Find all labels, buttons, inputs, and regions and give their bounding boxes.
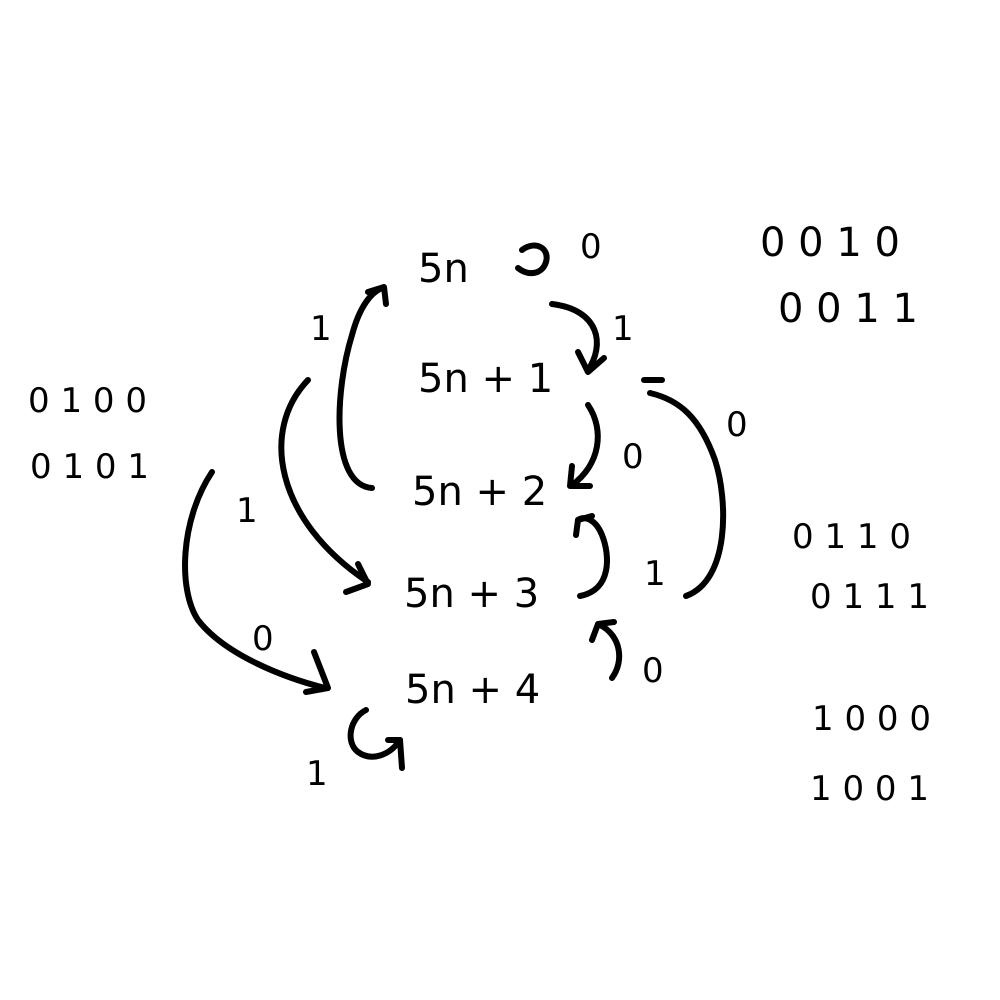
state-5n-plus-1: 5n + 1 [418, 356, 553, 402]
self-loop-5n4-arrow [347, 707, 403, 760]
binary-note-1000: 1 0 0 0 [812, 699, 931, 739]
label-5n1-to-5n2: 0 [622, 437, 644, 477]
arrowhead-5n2-to-5n [365, 284, 389, 307]
binary-note-0101: 0 1 0 1 [30, 447, 149, 487]
label-5n-self: 0 [580, 227, 602, 267]
binary-note-0110: 0 1 1 0 [792, 517, 911, 557]
arrowhead-5n3-to-5n2 [573, 513, 595, 538]
label-5n2-to-5n: 1 [310, 309, 332, 349]
arrow-5n4-to-5n3 [597, 622, 623, 681]
arrowhead-self-loop-5n4 [385, 737, 405, 771]
label-5n4-to-5n3: 0 [642, 651, 664, 691]
arrow-5n1-to-5n2 [569, 402, 601, 488]
label-5n4-self: 1 [306, 754, 328, 794]
arrow-5n3-to-5n1 [647, 390, 727, 599]
label-5n2-to-5n3: 1 [236, 491, 258, 531]
self-loop-5n-arrow [515, 242, 550, 277]
arrow-5n2-to-5n3 [278, 377, 371, 585]
binary-note-0010: 0 0 1 0 [760, 220, 900, 266]
state-5n-plus-3: 5n + 3 [404, 571, 539, 617]
binary-note-1001: 1 0 0 1 [810, 769, 929, 809]
binary-note-0100: 0 1 0 0 [28, 381, 147, 421]
label-5n-to-5n1: 1 [612, 309, 634, 349]
state-5n-plus-4: 5n + 4 [405, 667, 540, 713]
state-5n-plus-2: 5n + 2 [412, 469, 547, 515]
binary-note-0011: 0 0 1 1 [778, 286, 918, 332]
arrowhead-5n3-to-5n4 [303, 649, 331, 695]
arrowhead-5n-to-5n1 [575, 349, 607, 375]
arrow-5n3-to-5n4 [182, 469, 328, 691]
label-5n3-to-5n2: 1 [644, 554, 666, 594]
label-5n3-to-5n1: 0 [726, 405, 748, 445]
arrow-5n2-to-5n [336, 285, 385, 491]
arrow-5n-to-5n1 [549, 301, 600, 373]
arrowhead-5n4-to-5n3 [589, 619, 617, 643]
arrow-5n3-to-5n2 [575, 515, 610, 599]
state-5n: 5n [418, 246, 469, 292]
arrowhead-5n1-to-5n2 [567, 463, 593, 489]
label-5n3-to-5n4: 0 [252, 619, 274, 659]
arrowhead-5n2-to-5n3 [343, 561, 371, 595]
binary-note-0111: 0 1 1 1 [810, 577, 929, 617]
